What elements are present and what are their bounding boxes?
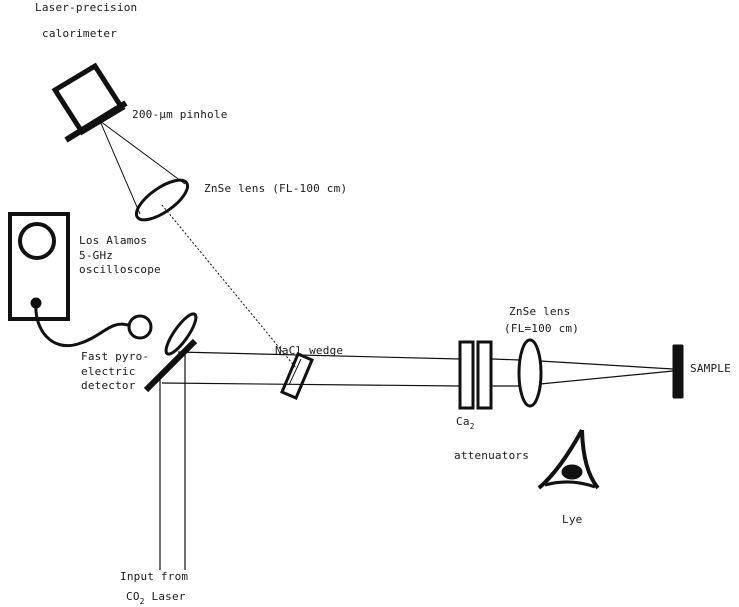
- attenuator-plate-2: [476, 340, 493, 410]
- input-label-line1: Input from: [120, 570, 188, 583]
- oscilloscope: [8, 212, 70, 321]
- znse-lens-upper: [134, 178, 190, 222]
- nacl-wedge: [280, 352, 314, 400]
- znse-lens-right-label-line1: ZnSe lens: [509, 305, 570, 318]
- sample-label: SAMPLE: [690, 362, 731, 375]
- calorimeter: [51, 62, 128, 143]
- attenuators-subscript: 2: [470, 422, 475, 431]
- attenuators-label-line2: attenuators: [454, 449, 529, 462]
- oscilloscope-label-line1: Los Alamos: [79, 234, 147, 247]
- detector-label-line2: electric: [81, 365, 136, 378]
- attenuators-label-line1: Ca2: [456, 415, 475, 431]
- nacl-wedge-label: NaCl wedge: [275, 344, 343, 357]
- eye-symbol: [537, 429, 600, 490]
- turning-mirror: [143, 338, 198, 393]
- calorimeter-label-line2: calorimeter: [42, 27, 117, 40]
- input-co-text: CO: [126, 590, 140, 603]
- input-subscript: 2: [140, 597, 145, 606]
- attenuators-ca-text: Ca: [456, 415, 470, 428]
- detector-label-line3: detector: [81, 379, 136, 392]
- oscilloscope-screen: [18, 222, 56, 260]
- input-beam: [159, 350, 186, 570]
- oscilloscope-label-line3: oscilloscope: [79, 263, 161, 276]
- detector-label-line1: Fast pyro-: [81, 350, 149, 363]
- znse-lens-right-label-line2: (FL=100 cm): [504, 322, 579, 335]
- detector-focusing-element: [164, 312, 198, 356]
- calorimeter-beam-cone: [99, 120, 186, 215]
- znse-lens-right: [517, 338, 543, 408]
- attenuators: [458, 340, 493, 410]
- sample-block: [672, 344, 684, 399]
- input-label-line2: CO2 Laser: [126, 590, 186, 606]
- znse-lens-upper-label: ZnSe lens (FL-100 cm): [204, 182, 347, 195]
- calorimeter-label-line1: Laser-precision: [35, 1, 137, 14]
- attenuator-plate-1: [458, 340, 475, 410]
- pyroelectric-detector: [127, 314, 153, 340]
- signal-cable: [34, 302, 129, 348]
- pinhole-label: 200-µm pinhole: [132, 108, 228, 121]
- reflected-beam-dotted: [161, 204, 297, 369]
- eye-label: Lye: [562, 513, 582, 526]
- eye-pupil: [561, 464, 583, 480]
- main-beam: [161, 351, 674, 387]
- input-laser-text: Laser: [145, 590, 186, 603]
- oscilloscope-label-line2: 5-GHz: [79, 249, 113, 262]
